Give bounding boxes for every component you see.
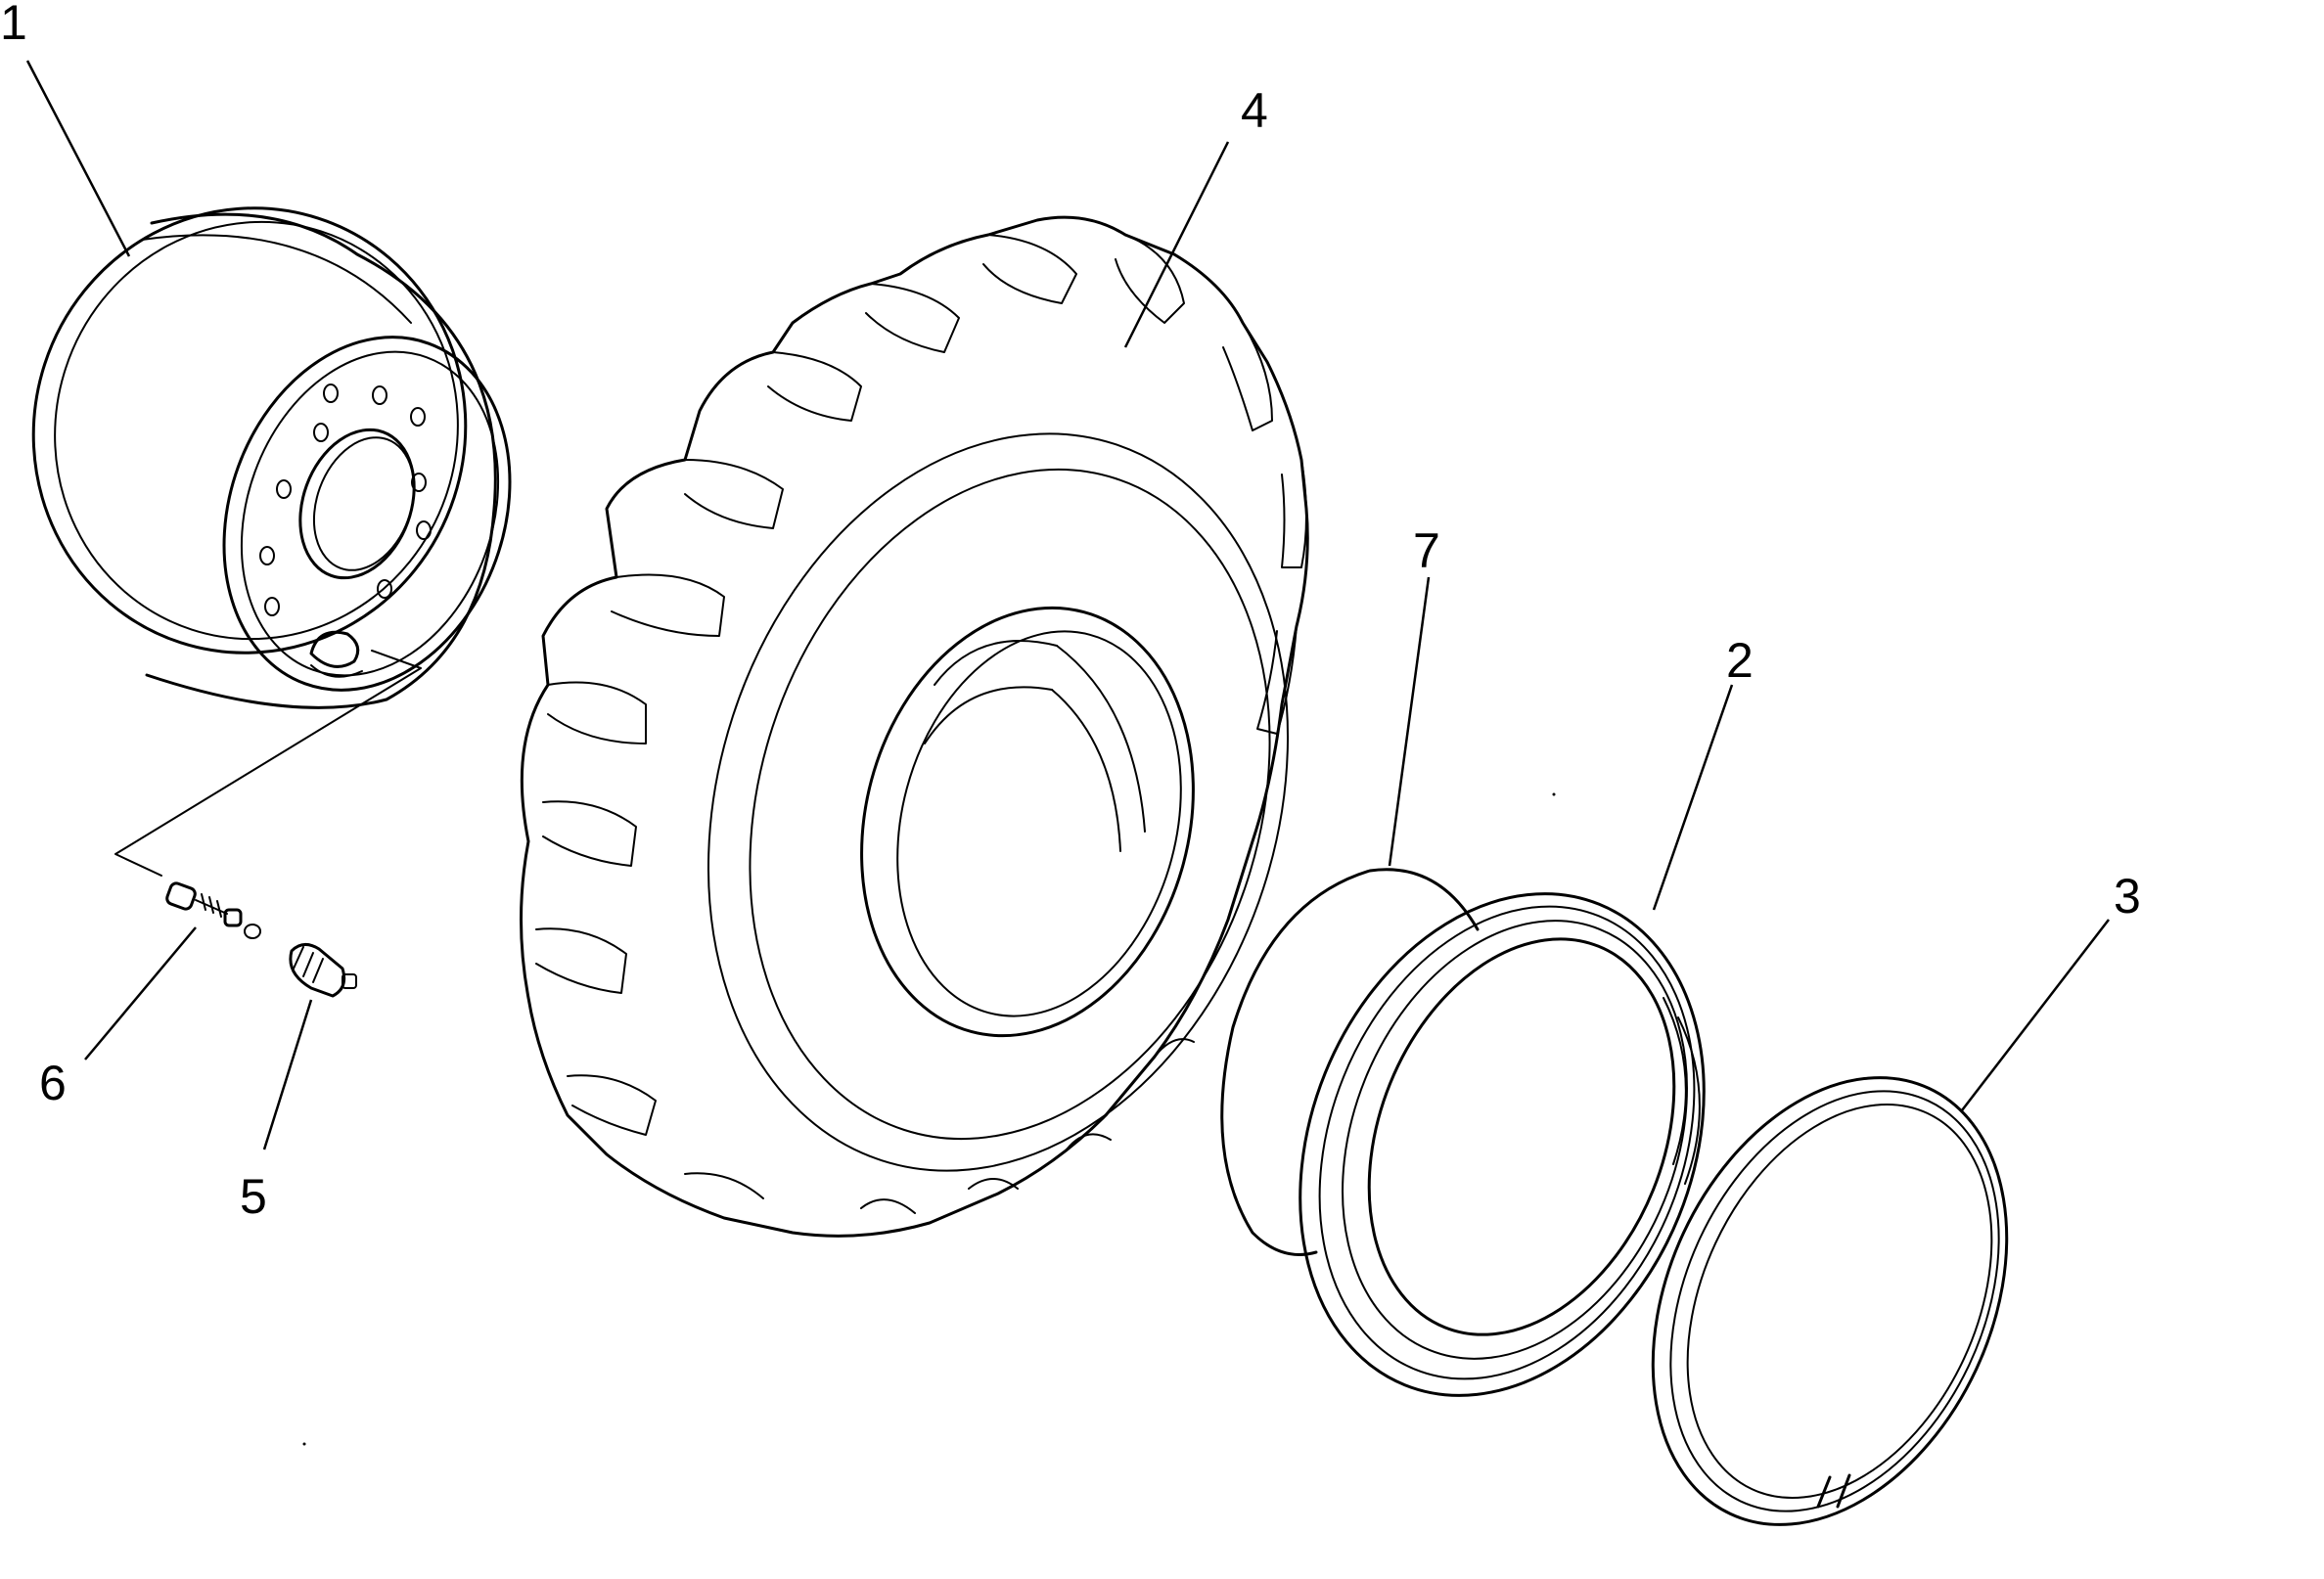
leader-7 bbox=[1388, 576, 1431, 867]
leader-1 bbox=[25, 60, 131, 257]
o-ring bbox=[1220, 868, 1480, 1256]
leader-5 bbox=[262, 999, 313, 1150]
callout-4: 4 bbox=[1241, 83, 1268, 138]
flange-ring bbox=[1299, 892, 1706, 1397]
speck bbox=[302, 1442, 306, 1446]
callout-6: 6 bbox=[39, 1056, 67, 1110]
valve-cap bbox=[289, 943, 357, 998]
callout-7: 7 bbox=[1413, 523, 1440, 578]
speck bbox=[1552, 792, 1556, 796]
leader-2 bbox=[1652, 684, 1734, 911]
lock-ring bbox=[1651, 1076, 2009, 1526]
callout-3: 3 bbox=[2114, 869, 2141, 924]
leader-4 bbox=[1123, 141, 1230, 348]
callout-2: 2 bbox=[1726, 633, 1754, 688]
leader-3 bbox=[1961, 919, 2110, 1111]
leader-6 bbox=[84, 926, 197, 1060]
tire bbox=[520, 215, 1309, 1238]
wheel-rim bbox=[31, 206, 512, 877]
callout-5: 5 bbox=[240, 1169, 267, 1224]
valve-core bbox=[165, 881, 261, 939]
callout-1: 1 bbox=[0, 0, 27, 50]
